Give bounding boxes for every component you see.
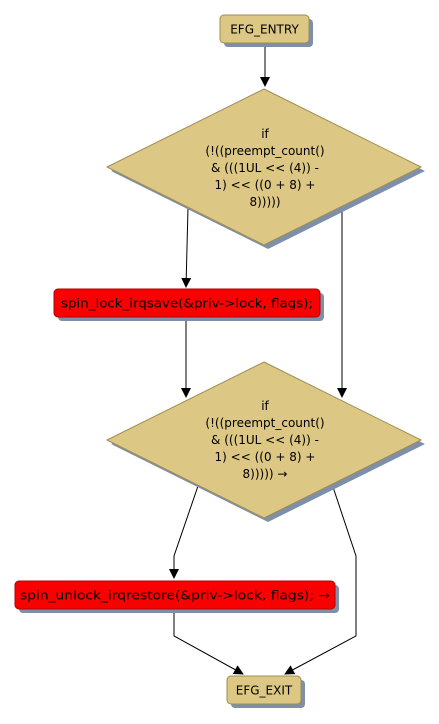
node-decision2-line-3: 1) << ((0 + 8) +: [215, 450, 316, 464]
node-entry-box: [219, 14, 310, 44]
node-lock: spin_lock_irqsave(&priv->lock, flags);: [53, 288, 324, 321]
node-lock-box: [53, 288, 321, 318]
node-unlock: spin_unlock_irqrestore(&priv->lock, flag…: [14, 580, 339, 613]
edges: [169, 45, 357, 675]
node-decision2-line-4: 8))))) →: [243, 467, 288, 481]
node-decision1-line-1: (!((preempt_count(): [205, 144, 324, 158]
node-decision1: if (!((preempt_count() & (((1UL << (4)) …: [105, 88, 425, 249]
node-decision2-diamond: [105, 361, 423, 519]
node-exit-box: [226, 675, 302, 705]
edge-decision2-to-unlock: [169, 485, 199, 579]
edge-decision2-to-exit: [284, 483, 357, 675]
edge-decision1-to-lock: [181, 207, 192, 288]
node-decision2-line-2: & (((1UL << (4)) -: [211, 433, 319, 447]
node-entry: EFG_ENTRY: [219, 14, 313, 47]
node-entry-label: EFG_ENTRY: [230, 23, 299, 37]
node-unlock-box: [14, 580, 336, 610]
node-decision1-line-3: 1) << ((0 + 8) +: [215, 178, 316, 192]
node-decision1-line-4: 8))))): [249, 195, 280, 209]
node-decision2-line-1: (!((preempt_count(): [205, 416, 324, 430]
node-decision1-diamond: [105, 88, 423, 246]
node-lock-label: spin_lock_irqsave(&priv->lock, flags);: [61, 297, 313, 311]
node-decision2: if (!((preempt_count() & (((1UL << (4)) …: [105, 361, 425, 522]
node-exit-label: EFG_EXIT: [236, 684, 293, 698]
node-decision1-line-0: if: [261, 127, 269, 141]
node-decision2-line-0: if: [261, 399, 269, 413]
edge-unlock-to-exit: [173, 612, 244, 675]
node-decision1-line-2: & (((1UL << (4)) -: [211, 161, 319, 175]
node-exit: EFG_EXIT: [226, 675, 305, 708]
node-unlock-label: spin_unlock_irqrestore(&priv->lock, flag…: [20, 589, 330, 603]
